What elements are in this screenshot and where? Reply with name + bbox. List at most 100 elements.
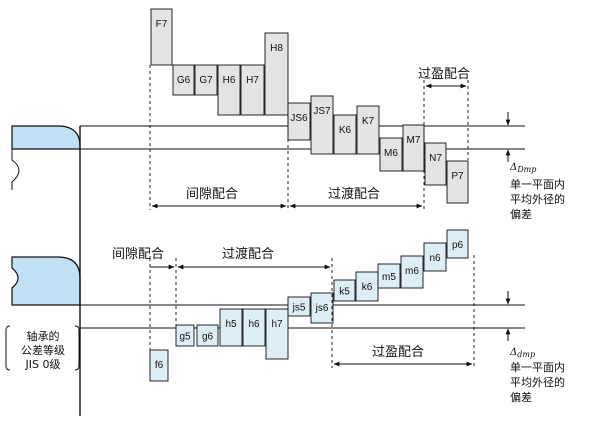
shaft-block-rect — [400, 255, 424, 289]
upper-delta-symbol: ΔDmp — [509, 162, 536, 174]
hole-block-rect — [356, 105, 380, 155]
hole-block-rect — [379, 137, 403, 172]
hole-block-label: K6 — [339, 125, 352, 136]
shaft-block-rect — [446, 229, 469, 259]
hole-block-n7: N7 — [424, 142, 447, 186]
bearing-label-3: JIS 0级 — [25, 358, 61, 371]
shaft-block-rect — [196, 324, 219, 347]
upper-side-note-2: 平均外径的 — [510, 192, 565, 206]
shaft-block-label: g6 — [202, 332, 214, 343]
lower-side-note-3: 偏差 — [510, 390, 532, 404]
shaft-block-rect — [423, 242, 447, 272]
hole-block-rect — [240, 64, 265, 116]
hole-block-label: H7 — [246, 75, 259, 86]
shaft-block-rect — [242, 308, 266, 347]
hole-block-label: K7 — [362, 116, 375, 127]
hole-block-g7: G7 — [194, 64, 218, 96]
shaft-block-rect — [175, 324, 195, 347]
hole-block-label: F7 — [156, 19, 168, 30]
hole-block-rect — [150, 8, 173, 66]
shaft-block-label: h5 — [225, 319, 237, 330]
hole-block-label: G7 — [199, 75, 213, 86]
bearing-inner-ring — [11, 256, 81, 306]
hole-block-js6: JS6 — [287, 102, 311, 141]
shaft-block-k6: k6 — [355, 271, 379, 302]
hole-block-f7: F7 — [150, 8, 173, 66]
shaft-block-m6: m6 — [400, 255, 424, 289]
shaft-block-label: js5 — [292, 303, 306, 314]
lower-side-note-1: 单一平面内 — [510, 360, 565, 374]
hole-block-rect — [172, 64, 195, 96]
guide-lines — [149, 65, 475, 368]
lower-side-note-2: 平均外径的 — [510, 375, 565, 389]
upper-interference-label: 过盈配合 — [418, 67, 470, 82]
shaft-block-rect — [149, 349, 169, 382]
shaft-block-label: g5 — [179, 332, 191, 343]
hole-block-js7: JS7 — [310, 95, 334, 155]
shaft-block-rect — [333, 279, 356, 302]
hole-block-h6: H6 — [217, 64, 241, 116]
hole-block-rect — [333, 114, 357, 155]
hole-block-label: JS6 — [290, 113, 308, 124]
shaft-block-p6: p6 — [446, 229, 469, 259]
range-arrows — [150, 83, 473, 367]
shaft-block-label: h6 — [248, 319, 260, 330]
shaft-block-g5: g5 — [175, 324, 195, 347]
lower-delta-symbol: Δdmp — [509, 347, 535, 359]
shaft-block-h7: h7 — [265, 308, 289, 360]
bearing-cutout — [11, 149, 20, 190]
shaft-block-h6: h6 — [242, 308, 266, 347]
shaft-block-label: n6 — [429, 253, 441, 264]
hole-block-rect — [194, 64, 218, 96]
hole-block-m7: M7 — [402, 124, 425, 172]
lower-clearance-label: 间隙配合 — [112, 247, 164, 262]
shaft-block-label: p6 — [452, 240, 464, 251]
shaft-block-g6: g6 — [196, 324, 219, 347]
hole-block-label: H6 — [223, 75, 236, 86]
hole-block-g6: G6 — [172, 64, 195, 96]
hole-block-label: G6 — [177, 75, 191, 86]
shaft-block-n6: n6 — [423, 242, 447, 272]
upper-side-note-1: 单一平面内 — [510, 177, 565, 191]
shaft-block-rect — [287, 296, 311, 317]
bearing-grade-box: 轴承的 公差等级 JIS 0级 — [5, 325, 80, 371]
bearing-label-1: 轴承的 — [27, 329, 60, 343]
hole-block-label: JS7 — [313, 106, 331, 117]
shaft-block-h5: h5 — [219, 308, 243, 347]
hole-block-k6: K6 — [333, 114, 357, 155]
hole-block-label: H8 — [270, 43, 283, 54]
hole-block-rect — [217, 64, 241, 116]
hole-block-label: M7 — [407, 135, 421, 146]
upper-clearance-label: 间隙配合 — [186, 187, 238, 202]
hole-block-rect — [264, 32, 289, 116]
upper-side-note-3: 偏差 — [510, 207, 532, 221]
hole-block-k7: K7 — [356, 105, 380, 155]
shaft-block-rect — [377, 263, 401, 289]
hole-block-m6: M6 — [379, 137, 403, 172]
shaft-block-label: k6 — [362, 282, 373, 293]
bearing-outer-ring — [11, 125, 81, 150]
hole-block-p7: P7 — [446, 160, 469, 204]
bearing-label-2: 公差等级 — [21, 343, 65, 357]
shaft-block-js6: js6 — [310, 292, 334, 324]
shaft-block-js5: js5 — [287, 296, 311, 317]
shaft-block-rect — [265, 308, 289, 360]
shaft-block-label: m6 — [405, 266, 419, 277]
shaft-block-m5: m5 — [377, 263, 401, 289]
lower-interference-label: 过盈配合 — [372, 345, 424, 360]
hole-block-label: M6 — [384, 148, 398, 159]
shaft-block-label: m5 — [382, 272, 396, 283]
shaft-block-rect — [219, 308, 243, 347]
lower-transition-label: 过渡配合 — [222, 246, 274, 262]
hole-block-h8: H8 — [264, 32, 289, 116]
shaft-block-label: h7 — [271, 319, 283, 330]
hole-block-label: P7 — [451, 171, 464, 182]
shaft-block-label: js6 — [315, 303, 329, 314]
shaft-block-label: k5 — [339, 287, 350, 298]
hole-block-rect — [424, 142, 447, 186]
upper-transition-label: 过渡配合 — [328, 186, 380, 202]
